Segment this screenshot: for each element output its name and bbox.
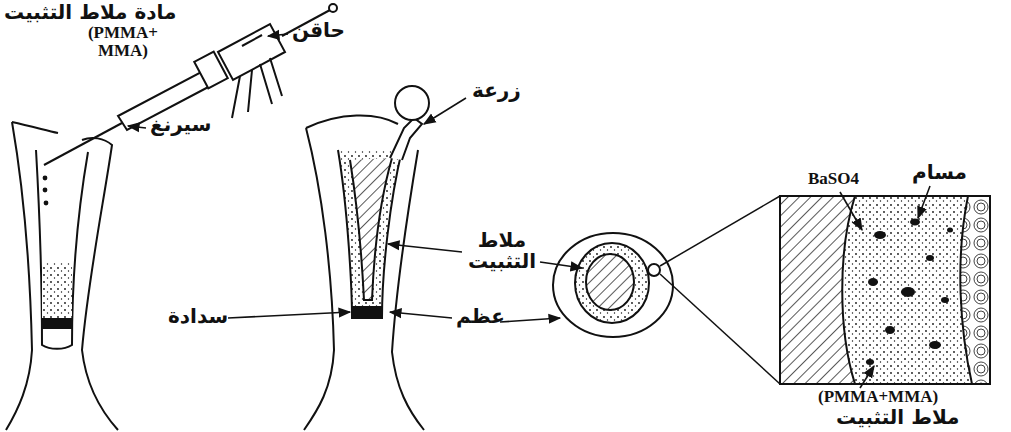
left-bone <box>6 122 118 430</box>
part-label: حاقن <box>292 20 345 41</box>
material-label: مادة ملاط التثبيت <box>4 2 176 23</box>
part-label: ملاط التثبيت <box>464 230 540 272</box>
part-label: سدادة <box>168 306 228 327</box>
formula-label: (PMMA+MMA) <box>818 388 938 406</box>
part-label: سيرنغ <box>150 114 211 135</box>
part-label: زرعة <box>472 80 521 101</box>
part-label: مسام <box>912 162 967 183</box>
cross-section <box>553 196 780 384</box>
formula-label: (PMMA+ MMA) <box>84 24 162 60</box>
part-label: ملاط التثبيت <box>836 407 960 428</box>
magnified-section <box>780 196 990 384</box>
part-label: عظم <box>456 306 505 327</box>
formula-label: BaSO4 <box>808 170 859 188</box>
middle-bone <box>304 86 429 430</box>
leader-lines <box>128 34 930 388</box>
